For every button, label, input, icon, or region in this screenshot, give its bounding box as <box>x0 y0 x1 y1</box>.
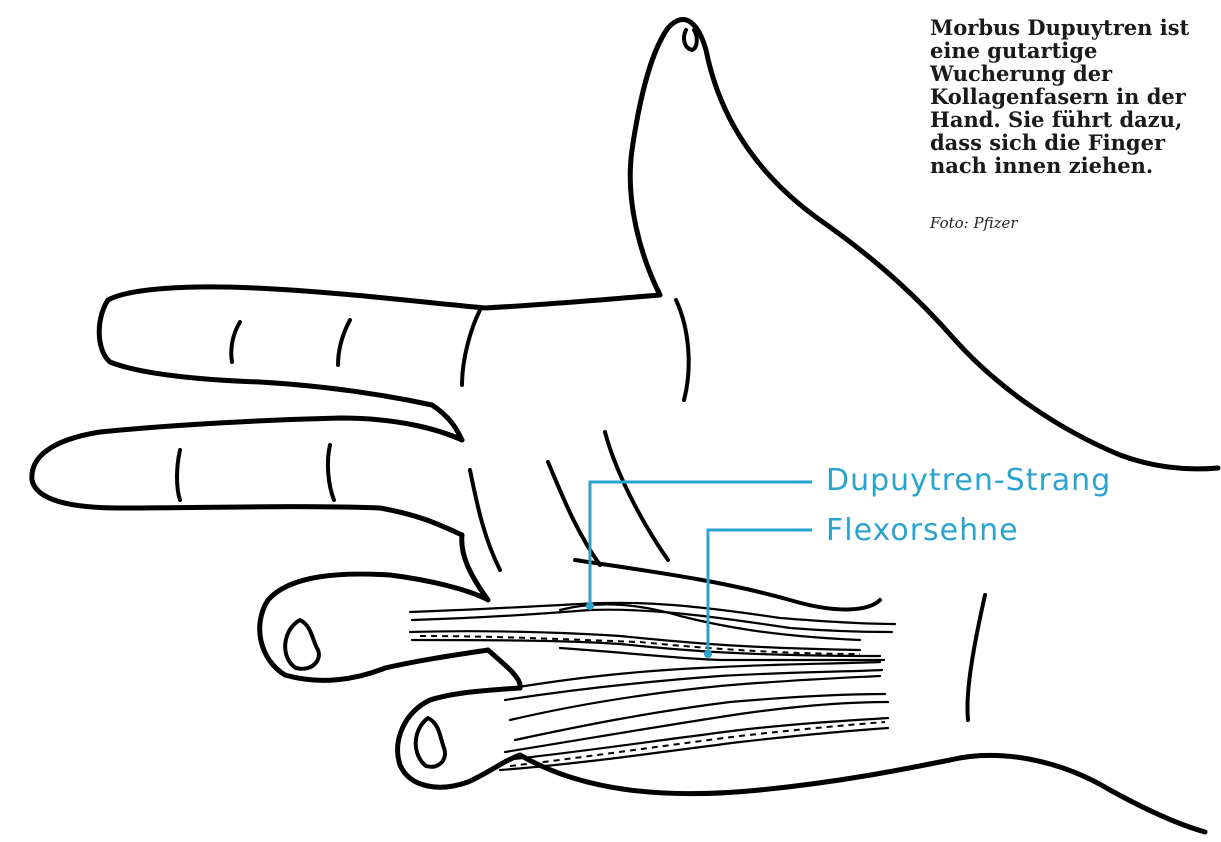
thumbnail <box>684 30 697 50</box>
lower-cord-3 <box>510 676 880 720</box>
palm-crease-2 <box>605 432 668 560</box>
label-flexorsehne: Flexorsehne <box>826 513 1019 548</box>
middle-crease-1 <box>177 450 180 500</box>
photo-credit: Foto: Pfizer <box>930 214 1018 232</box>
index-crease-3 <box>462 310 480 385</box>
little-fingernail <box>416 718 445 767</box>
caption-text: Morbus Dupuytren ist eine gutartige Wuch… <box>930 16 1215 177</box>
palm-crease-1 <box>548 462 600 565</box>
strang-leader-dot <box>586 602 594 610</box>
ring-finger-outline <box>260 535 488 680</box>
ring-fingernail <box>285 620 319 669</box>
little-finger-outline <box>398 650 521 787</box>
lower-cord-1 <box>500 662 880 690</box>
label-dupuytren-strang: Dupuytren-Strang <box>826 463 1111 498</box>
index-finger-outline <box>99 287 660 440</box>
lower-tendon-2 <box>500 728 888 770</box>
index-crease-2 <box>338 320 350 365</box>
middle-finger-outline <box>32 418 462 535</box>
palm-outline <box>520 755 1205 832</box>
strang-leader-line <box>590 482 812 604</box>
palm-crease-5 <box>470 470 500 570</box>
middle-crease-2 <box>328 445 334 500</box>
flexor-leader-dot <box>704 650 712 658</box>
palm-crease-4 <box>967 595 985 720</box>
lower-tendon-1 <box>505 718 888 760</box>
index-crease-1 <box>231 322 240 362</box>
thumb-crease <box>676 300 689 400</box>
